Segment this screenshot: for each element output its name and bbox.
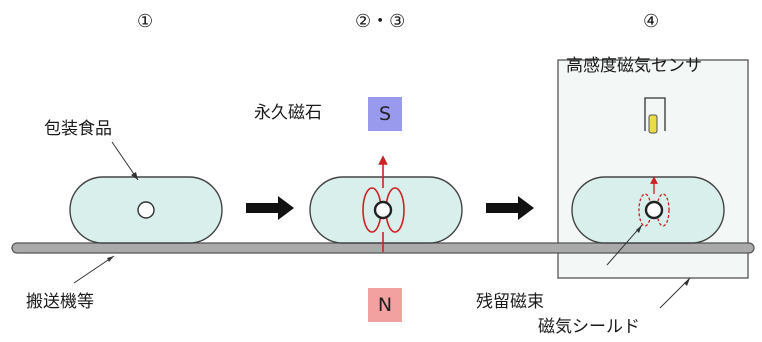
step-label-4: ④ <box>643 11 660 32</box>
step-label-2-3: ②・③ <box>355 11 406 32</box>
flow-arrow-1 <box>246 196 294 220</box>
permanent-magnet-label: 永久磁石 <box>254 103 322 123</box>
residual-flux-label: 残留磁束 <box>476 292 544 312</box>
flow-arrow-2 <box>486 196 534 220</box>
sensor-label: 高感度磁気センサ <box>566 56 702 76</box>
leader-arrowhead-conveyor <box>107 256 114 262</box>
package-2-particle <box>373 200 393 220</box>
package-3-particle <box>644 200 664 220</box>
magnet-south-pole: S <box>368 97 402 131</box>
packaged-food-label: 包装食品 <box>44 119 112 139</box>
conveyor-label: 搬送機等 <box>26 292 94 312</box>
magnet-north-pole: N <box>368 288 402 322</box>
leader-arrowhead-package <box>131 172 138 180</box>
package-1-particle <box>137 201 155 219</box>
leader-arrowhead-flux <box>636 225 642 233</box>
step-label-1: ① <box>137 11 154 32</box>
leader-arrowhead-shield <box>684 278 690 286</box>
magnetic-shield-label: 磁気シールド <box>538 317 640 337</box>
sensor-icon <box>644 97 666 134</box>
